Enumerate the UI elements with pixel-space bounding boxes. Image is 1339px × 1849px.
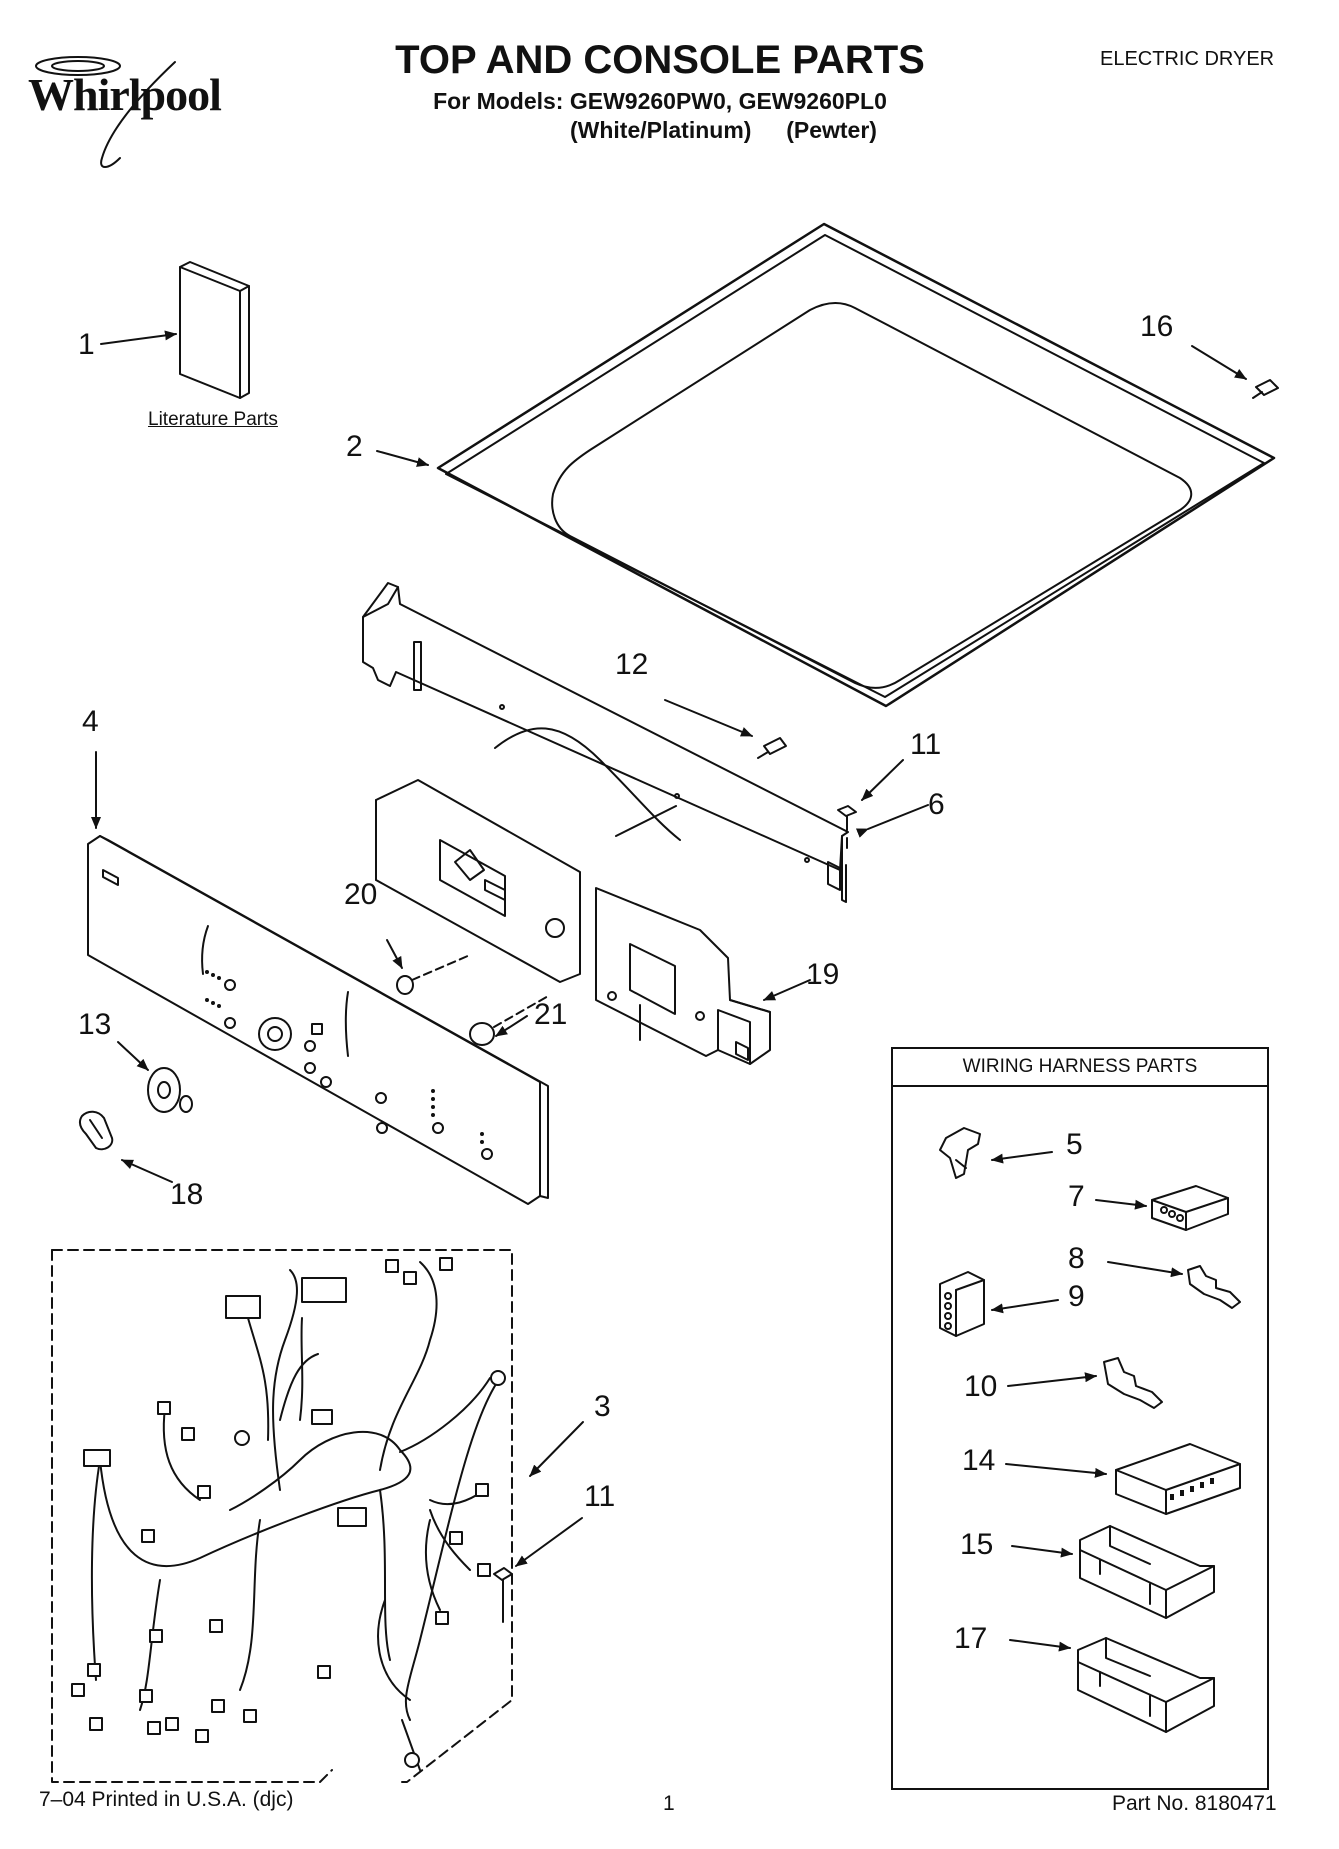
callout-21: 21 <box>534 998 568 1031</box>
callout-14: 14 <box>962 1444 996 1477</box>
screw-12 <box>757 737 787 759</box>
screw-11-bottom <box>493 1567 513 1623</box>
callout-15: 15 <box>960 1528 994 1561</box>
callout-3: 3 <box>594 1390 611 1423</box>
callout-9: 9 <box>1068 1280 1085 1313</box>
callout-12: 12 <box>615 648 649 681</box>
callout-11-bottom: 11 <box>584 1480 616 1513</box>
model-numbers: For Models: GEW9260PW0, GEW9260PL0 <box>433 88 887 114</box>
callout-11-top: 11 <box>910 728 942 761</box>
callout-7: 7 <box>1068 1180 1085 1213</box>
callout-18: 18 <box>170 1178 204 1211</box>
button-20 <box>396 954 471 995</box>
harness-part-7-housing <box>1151 1185 1229 1231</box>
callout-10: 10 <box>964 1370 998 1403</box>
callout-2: 2 <box>346 430 363 463</box>
control-console <box>87 835 549 1205</box>
callout-17: 17 <box>954 1622 988 1655</box>
callout-16: 16 <box>1140 310 1174 343</box>
literature-booklet <box>179 261 250 399</box>
brand-logo-text: Whirlpool <box>28 69 222 120</box>
screw-11-top <box>837 805 857 849</box>
top-panel <box>436 222 1276 708</box>
variant-pewter: (Pewter) <box>786 117 877 143</box>
knob-18 <box>78 1110 114 1151</box>
callout-1: 1 <box>78 328 95 361</box>
callout-4: 4 <box>82 705 99 738</box>
wiring-harness-parts-box <box>891 1047 1269 1790</box>
literature-parts-label: Literature Parts <box>148 409 278 430</box>
harness-part-10-terminal <box>1103 1357 1163 1409</box>
callout-5: 5 <box>1066 1128 1083 1161</box>
harness-part-8-terminal <box>1187 1265 1241 1309</box>
harness-part-17-housing <box>1077 1637 1215 1733</box>
callout-13: 13 <box>78 1008 112 1041</box>
harness-part-15-housing <box>1079 1525 1215 1619</box>
harness-part-9-connector <box>939 1271 985 1337</box>
knob-dial-13 <box>147 1067 193 1113</box>
harness-part-5-clip <box>939 1127 981 1179</box>
control-board-assembly <box>375 779 771 1065</box>
print-info: 7–04 Printed in U.S.A. (djc) <box>39 1788 294 1811</box>
part-number: Part No. 8180471 <box>1112 1792 1277 1815</box>
callout-20: 20 <box>344 878 378 911</box>
callout-6: 6 <box>928 788 945 821</box>
screw-16 <box>1252 379 1279 399</box>
harness-part-14-housing <box>1115 1443 1241 1515</box>
product-type: ELECTRIC DRYER <box>1100 48 1275 70</box>
main-wire-harness <box>51 1249 513 1783</box>
page-title: TOP AND CONSOLE PARTS <box>395 38 925 82</box>
wiring-harness-parts-title: WIRING HARNESS PARTS <box>891 1047 1269 1087</box>
page-number: 1 <box>663 1792 675 1815</box>
insert-21 <box>469 994 551 1046</box>
whirlpool-logo-swoosh <box>35 56 176 168</box>
callout-19: 19 <box>806 958 840 991</box>
variant-white-platinum: (White/Platinum) <box>570 117 752 143</box>
console-bracket <box>362 582 849 903</box>
model-variants: (White/Platinum) (Pewter) <box>570 117 877 144</box>
callout-8: 8 <box>1068 1242 1085 1275</box>
